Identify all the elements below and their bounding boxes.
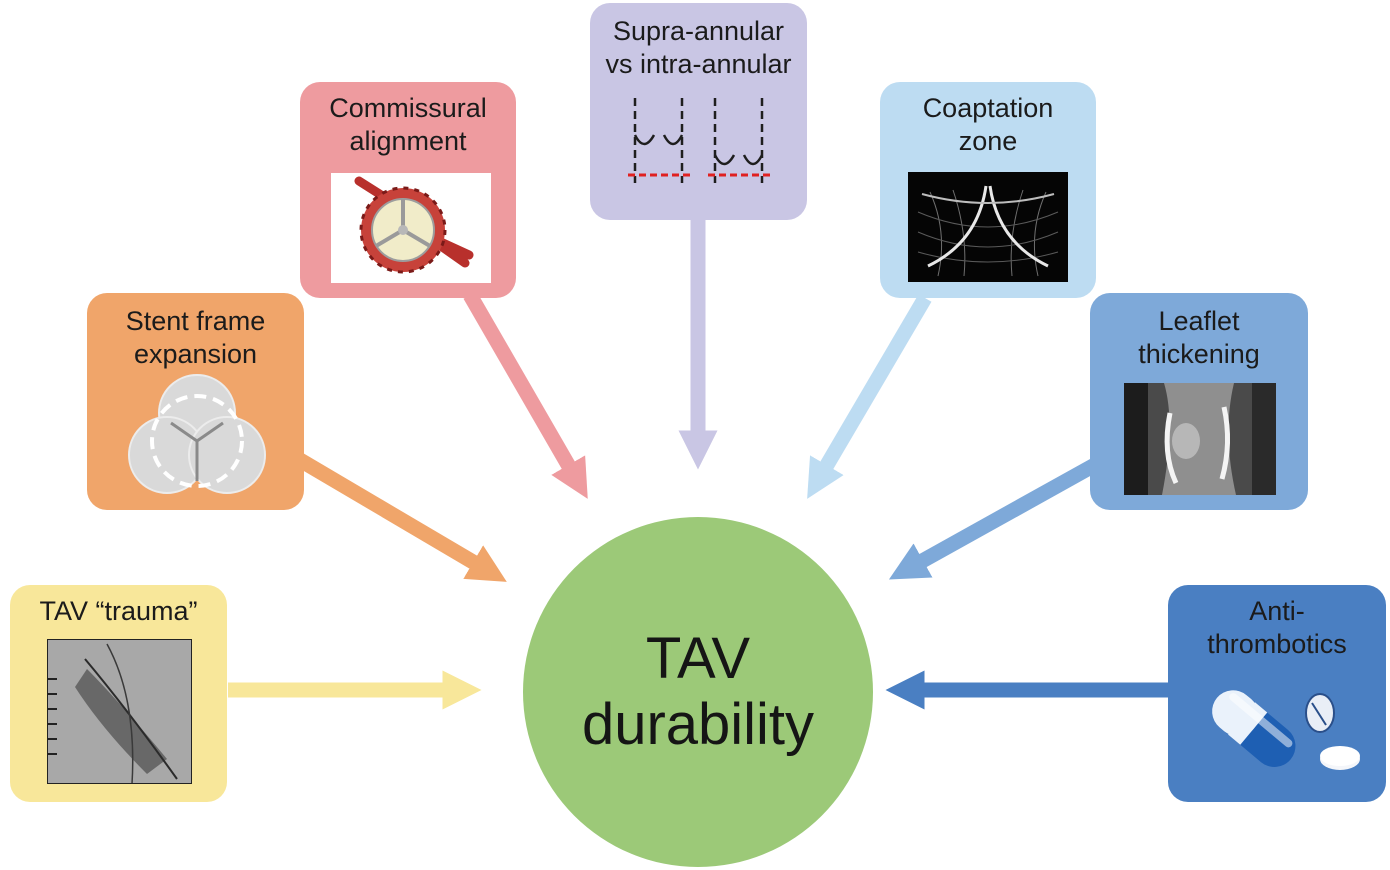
ct-leaflet-icon: [1124, 383, 1276, 495]
factor-box-coaptation: Coaptation zone: [880, 82, 1096, 298]
coaptation-mesh-icon: [908, 172, 1068, 282]
factor-box-trauma: TAV “trauma”: [10, 585, 227, 802]
arrow-stent: [296, 453, 507, 582]
factor-label-supra: Supra-annular vs intra-annular: [605, 16, 792, 79]
factor-label-trauma: TAV “trauma”: [39, 596, 198, 626]
center-circle: TAV durability: [523, 517, 873, 867]
fluoroscopy-icon: [47, 639, 192, 784]
factor-box-supra: Supra-annular vs intra-annular: [590, 3, 807, 220]
pills-icon: [1212, 690, 1360, 770]
annulus-position-icon: [628, 98, 770, 183]
valve-overlap-icon: [128, 374, 266, 494]
factor-label-leaflet: Leaflet thickening: [1138, 306, 1260, 369]
factor-label-stent: Stent frame expansion: [125, 306, 266, 369]
arrow-leaflet: [888, 455, 1104, 580]
factor-label-commissural: Commissural alignment: [329, 93, 487, 156]
factor-box-stent: Stent frame expansion: [87, 293, 304, 510]
factor-box-leaflet: Leaflet thickening: [1090, 293, 1308, 510]
factor-box-commissural: Commissural alignment: [300, 82, 516, 298]
commissure-valve-icon: [331, 173, 491, 283]
factor-label-coaptation: Coaptation zone: [922, 93, 1054, 156]
arrow-commissural: [463, 291, 588, 499]
factor-label-antithrombotics: Anti- thrombotics: [1207, 596, 1347, 659]
center-label: TAV durability: [581, 626, 815, 757]
arrow-coaptation: [807, 294, 932, 499]
factor-box-antithrombotics: Anti- thrombotics: [1168, 585, 1386, 802]
